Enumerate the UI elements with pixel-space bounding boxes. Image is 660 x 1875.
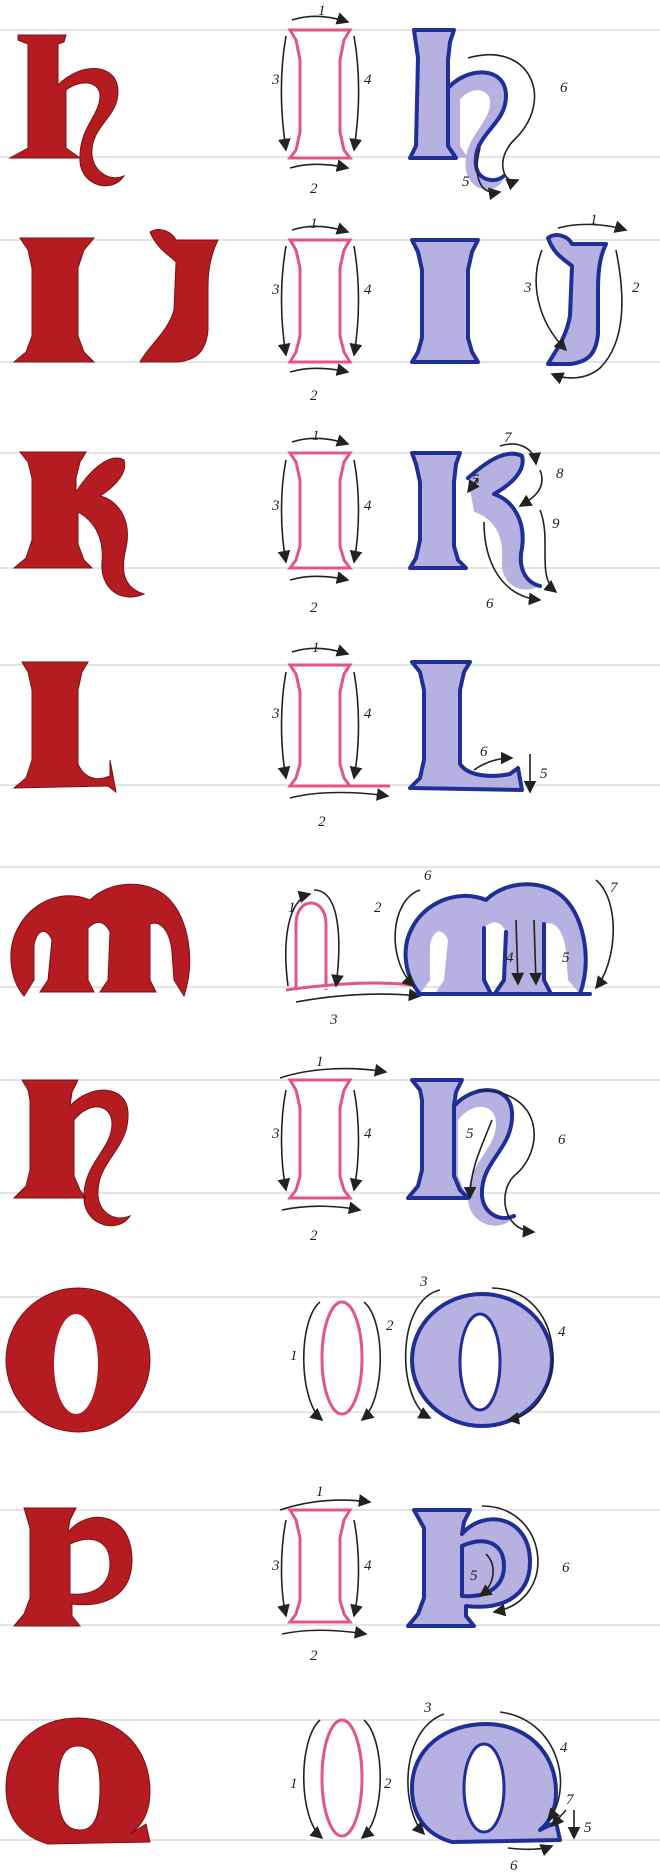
stroke-num: 2 <box>386 1318 394 1334</box>
stroke-num: 1 <box>316 1484 324 1500</box>
stroke-num: 2 <box>374 900 382 916</box>
example-letter-j <box>140 230 218 362</box>
stroke-num: 2 <box>318 814 326 830</box>
stroke-num: 6 <box>558 1132 566 1148</box>
skeleton-l: 1 2 3 4 <box>271 640 390 830</box>
stroke-num: 2 <box>310 388 318 404</box>
stroke-num: 1 <box>312 640 320 656</box>
stroke-num: 1 <box>288 900 296 916</box>
row-p: 1 2 3 4 6 5 <box>14 1484 570 1664</box>
example-letter-n <box>14 1080 130 1226</box>
construction-n: 6 5 <box>408 1080 566 1232</box>
stroke-num: 5 <box>466 1126 474 1142</box>
skeleton-k: 1 2 3 4 <box>271 428 372 616</box>
stroke-num: 5 <box>540 766 548 782</box>
stroke-num: 4 <box>558 1324 566 1340</box>
stroke-num: 1 <box>312 428 320 444</box>
stroke-num: 4 <box>506 950 514 966</box>
stroke-num: 6 <box>510 1858 518 1874</box>
stroke-num: 5 <box>562 950 570 966</box>
stroke-num: 7 <box>566 1792 575 1808</box>
stroke-num: 1 <box>590 212 598 228</box>
stroke-num: 3 <box>419 1274 428 1290</box>
example-letter-p <box>14 1508 132 1626</box>
example-letter-m <box>11 884 190 996</box>
stroke-num: 6 <box>424 868 432 884</box>
row-h: 1 2 3 4 6 5 <box>10 3 568 197</box>
stroke-num: 3 <box>329 1012 338 1028</box>
stroke-num: 1 <box>310 216 318 232</box>
stroke-num: 6 <box>486 596 494 612</box>
stroke-num: 4 <box>364 1126 372 1142</box>
row-n: 1 2 3 4 6 5 <box>14 1054 566 1244</box>
stroke-num: 3 <box>271 282 280 298</box>
stroke-num: 5 <box>462 174 470 190</box>
stroke-num: 3 <box>271 1126 280 1142</box>
skeleton-h: 1 2 3 4 <box>271 3 372 197</box>
construction-j: 1 2 3 <box>523 212 640 378</box>
construction-h: 6 5 <box>410 30 568 192</box>
stroke-num: 4 <box>364 706 372 722</box>
example-letter-l <box>14 662 116 792</box>
construction-p: 6 5 <box>408 1506 570 1626</box>
stroke-num: 3 <box>423 1700 432 1716</box>
example-letter-o <box>6 1288 150 1432</box>
stroke-num: 1 <box>290 1348 298 1364</box>
stroke-num: 5 <box>584 1820 592 1836</box>
example-letter-k <box>14 452 144 597</box>
stroke-num: 1 <box>290 1776 298 1792</box>
construction-m: 6 7 4 5 <box>395 868 619 994</box>
example-letter-h <box>10 35 124 186</box>
stroke-num: 4 <box>364 498 372 514</box>
stroke-num: 2 <box>632 280 640 296</box>
stroke-num: 3 <box>271 1558 280 1574</box>
stroke-num: 3 <box>271 706 280 722</box>
row-ij: 1 2 3 4 1 2 3 <box>14 212 640 404</box>
example-letter-q <box>6 1718 150 1844</box>
stroke-num: 9 <box>552 516 560 532</box>
stroke-num: 2 <box>310 181 318 197</box>
row-k: 1 2 3 4 7 5 8 9 6 <box>14 428 564 616</box>
stroke-num: 6 <box>562 1560 570 1576</box>
stroke-num: 3 <box>271 498 280 514</box>
construction-k: 7 5 8 9 6 <box>410 430 564 612</box>
example-letter-i <box>14 238 94 362</box>
skeleton-n: 1 2 3 4 <box>271 1054 386 1244</box>
construction-l: 6 5 <box>410 662 548 792</box>
stroke-num: 3 <box>271 72 280 88</box>
row-l: 1 2 3 4 6 5 <box>14 640 548 830</box>
stroke-num: 6 <box>480 744 488 760</box>
stroke-num: 6 <box>560 80 568 96</box>
skeleton-q: 1 2 <box>290 1720 392 1838</box>
stroke-num: 7 <box>610 880 619 896</box>
stroke-num: 2 <box>310 1648 318 1664</box>
row-q: 1 2 3 4 7 5 6 <box>6 1700 592 1874</box>
stroke-num: 4 <box>364 282 372 298</box>
row-m: 1 2 3 6 7 4 5 <box>11 868 619 1028</box>
skeleton-p: 1 2 3 4 <box>271 1484 372 1664</box>
stroke-num: 4 <box>560 1740 568 1756</box>
skeleton-i: 1 2 3 4 <box>271 216 372 404</box>
stroke-num: 4 <box>364 72 372 88</box>
stroke-num: 5 <box>472 472 480 488</box>
stroke-num: 1 <box>318 3 326 19</box>
stroke-num: 8 <box>556 466 564 482</box>
stroke-num: 1 <box>316 1054 324 1070</box>
stroke-num: 2 <box>384 1776 392 1792</box>
construction-i <box>412 240 478 362</box>
stroke-num: 5 <box>470 1568 478 1584</box>
stroke-num: 2 <box>310 600 318 616</box>
skeleton-o: 1 2 <box>290 1302 394 1420</box>
row-o: 1 2 3 4 <box>6 1274 566 1432</box>
stroke-num: 4 <box>364 1558 372 1574</box>
stroke-num: 3 <box>523 280 532 296</box>
stroke-num: 2 <box>310 1228 318 1244</box>
construction-q: 3 4 7 5 6 <box>408 1700 592 1874</box>
